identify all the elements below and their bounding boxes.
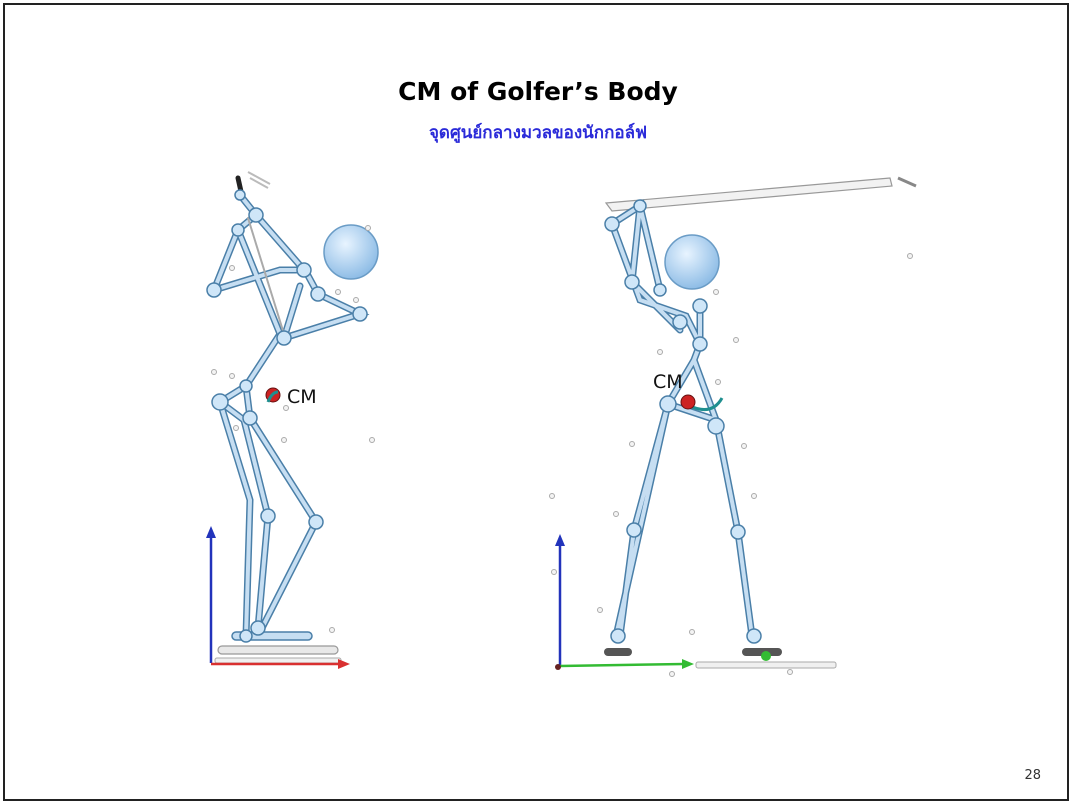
cm-label-left: CM <box>287 386 317 408</box>
cm-label-right: CM <box>653 371 683 393</box>
marker-dots-left <box>211 225 375 633</box>
slide: CM of Golfer’s Body จุดศูนย์กลางมวลของนั… <box>3 3 1069 801</box>
cm-marker-left <box>265 387 281 403</box>
feet-right <box>604 648 837 669</box>
head-left <box>323 224 379 280</box>
page-number: 28 <box>1024 768 1041 783</box>
feet-left <box>214 631 342 664</box>
head-right <box>664 234 720 290</box>
cm-marker-right <box>680 394 771 661</box>
axes-right <box>555 534 694 670</box>
axes-left <box>206 526 350 669</box>
marker-dots-right <box>549 253 913 677</box>
joints-left <box>206 189 368 643</box>
joints-right <box>604 199 762 644</box>
slide-title: CM of Golfer’s Body <box>398 77 678 106</box>
slide-subtitle: จุดศูนย์กลางมวลของนักกอล์ฟ <box>428 123 648 143</box>
golfer-left: CM <box>206 171 379 669</box>
golfer-right: CM <box>549 176 917 677</box>
